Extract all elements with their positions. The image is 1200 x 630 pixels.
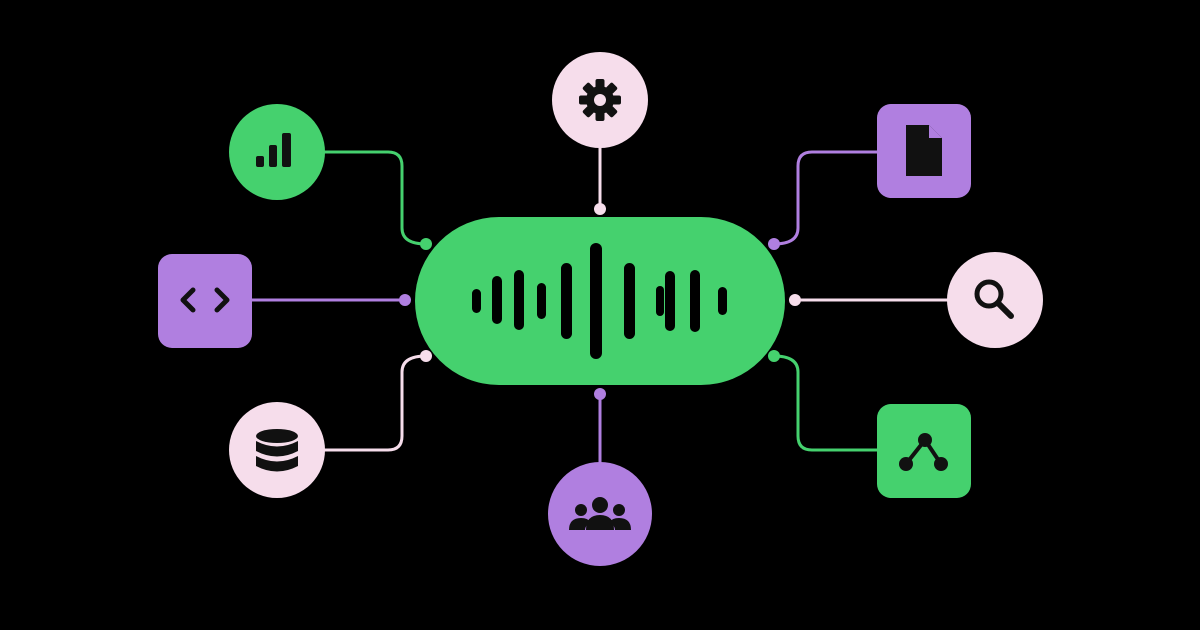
dot-database	[420, 350, 432, 362]
share-icon	[899, 433, 948, 471]
dot-search	[789, 294, 801, 306]
team-node[interactable]	[548, 462, 652, 566]
search-node[interactable]	[947, 252, 1043, 348]
document-node[interactable]	[877, 104, 971, 198]
database-node[interactable]	[229, 402, 325, 498]
dot-share	[768, 350, 780, 362]
connector-document	[772, 150, 879, 246]
waveform-icon	[472, 243, 727, 359]
search-icon	[974, 279, 1014, 319]
dot-analytics	[420, 238, 432, 250]
audio-waveform-hub	[415, 217, 785, 385]
analytics-node[interactable]	[229, 104, 325, 200]
database-icon	[256, 429, 298, 472]
connector-database	[323, 354, 428, 452]
connector-dots	[399, 203, 801, 400]
settings-node[interactable]	[552, 52, 648, 148]
users-icon	[569, 497, 631, 530]
dot-team	[594, 388, 606, 400]
dot-code	[399, 294, 411, 306]
bar-chart-icon	[256, 133, 291, 167]
connector-analytics	[323, 150, 428, 246]
connector-share	[772, 354, 879, 452]
code-brackets-icon	[180, 287, 230, 313]
share-node[interactable]	[877, 404, 971, 498]
document-icon	[906, 125, 942, 176]
dot-document	[768, 238, 780, 250]
code-node[interactable]	[158, 254, 252, 348]
connectors	[250, 146, 950, 464]
dot-settings	[594, 203, 606, 215]
